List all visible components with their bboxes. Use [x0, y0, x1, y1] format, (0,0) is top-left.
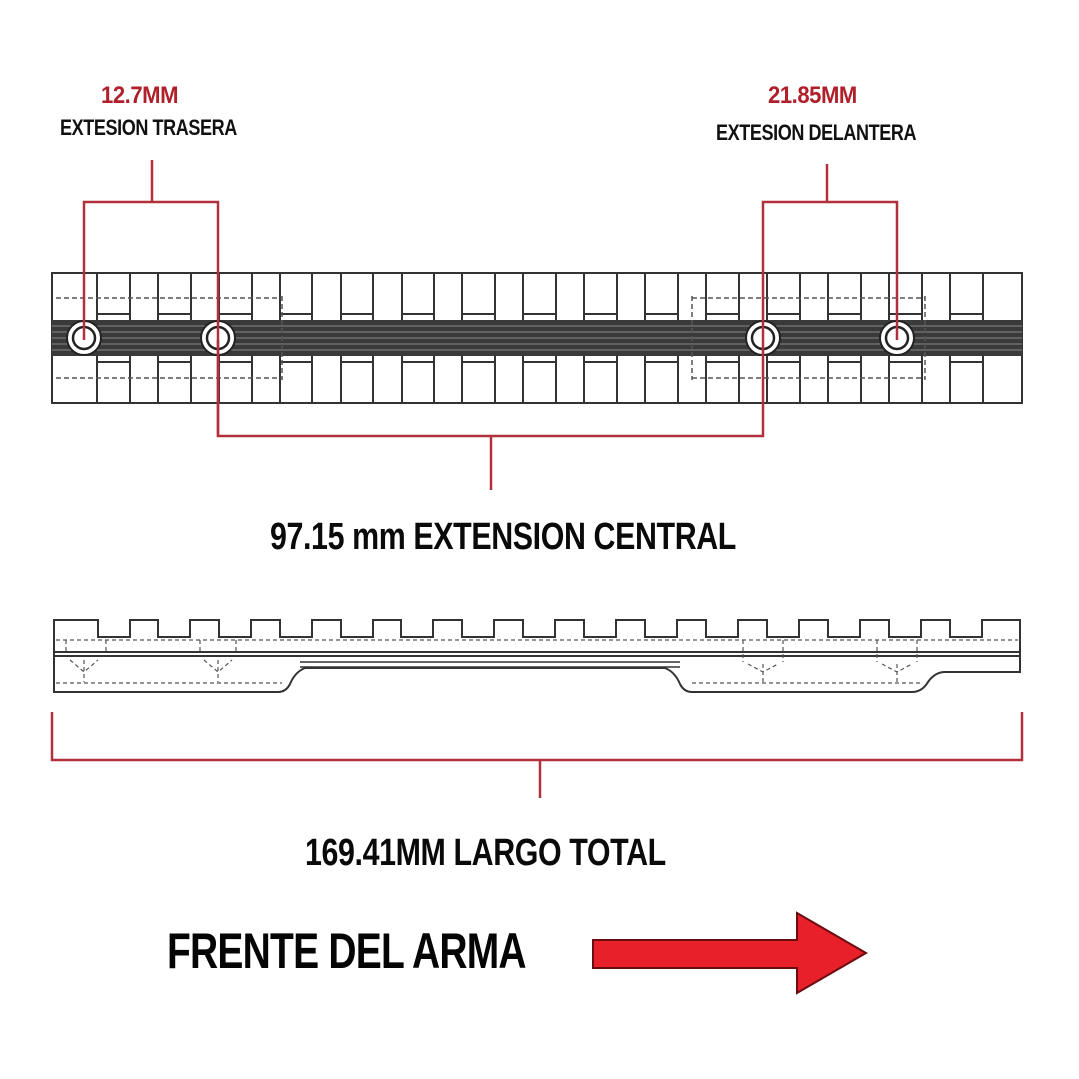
total-length-dimension [50, 712, 1024, 798]
center-extension-dimension [216, 340, 765, 490]
rail-side-view [53, 619, 1021, 693]
total-length-label: 169.41MM LARGO TOTAL [305, 832, 666, 874]
rear-extension-value: 12.7MM [101, 82, 179, 109]
weapon-front-label: FRENTE DEL ARMA [167, 923, 527, 979]
front-extension-label: EXTESION DELANTERA [716, 120, 917, 145]
front-extension-value: 21.85MM [768, 82, 857, 109]
center-extension-label: 97.15 mm EXTENSION CENTRAL [270, 516, 736, 558]
rear-extension-label: EXTESION TRASERA [60, 115, 237, 140]
right-arrow-icon [592, 911, 868, 995]
rail-top-view [51, 272, 1023, 404]
front-extension-dimension [761, 164, 899, 340]
